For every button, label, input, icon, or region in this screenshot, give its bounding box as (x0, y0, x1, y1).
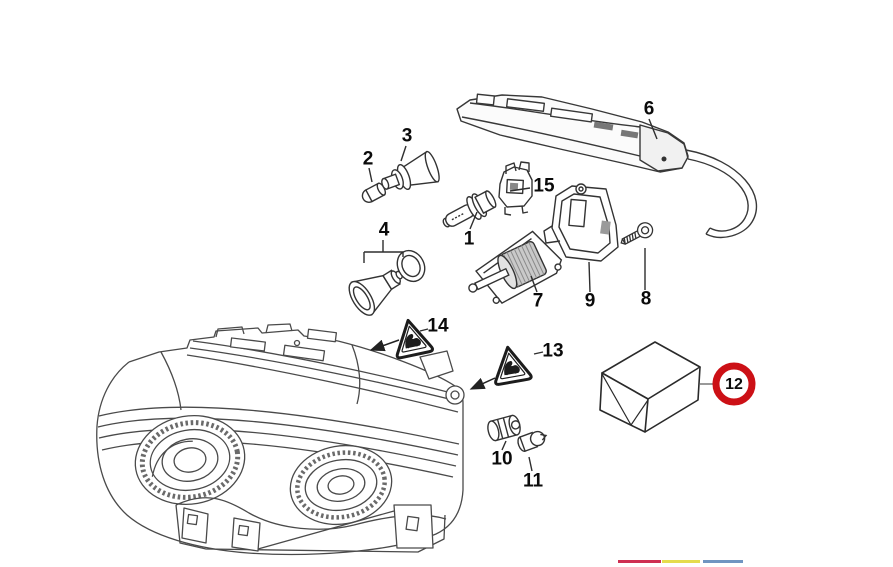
cover-cap-drawing (348, 249, 426, 316)
warning-triangle-14-drawing (395, 318, 435, 360)
callout-13[interactable]: 13 (542, 340, 564, 362)
bulb-holder-clip-drawing (498, 161, 533, 216)
highlight-ring[interactable] (712, 362, 756, 406)
leader-lines (363, 118, 658, 472)
callout-6[interactable]: 6 (643, 98, 655, 120)
callout-7[interactable]: 7 (532, 290, 544, 312)
screw-drawing (620, 222, 654, 246)
callout-4[interactable]: 4 (378, 219, 390, 241)
cover-plate-drawing (543, 183, 619, 262)
callout-14[interactable]: 14 (427, 315, 449, 337)
callout-8[interactable]: 8 (640, 288, 652, 310)
callout-12[interactable]: 12 (725, 376, 743, 393)
footer-bar-yellow (662, 560, 700, 563)
warning-triangle-13-drawing (494, 345, 533, 386)
callout-15[interactable]: 15 (533, 175, 555, 197)
adjuster-motor-drawing (468, 230, 563, 304)
footer-bar-blue (703, 560, 743, 563)
wedge-bulb-drawing (517, 430, 548, 453)
socket-drawing (487, 414, 521, 442)
callout-11[interactable]: 11 (522, 470, 544, 492)
highlight-circle-12[interactable] (700, 362, 756, 406)
h7-bulb-drawing (442, 190, 497, 228)
footer-bar-red (618, 560, 661, 563)
repair-kit-box-drawing (599, 341, 701, 433)
callout-9[interactable]: 9 (584, 290, 596, 312)
callout-2[interactable]: 2 (362, 148, 374, 170)
callout-1[interactable]: 1 (463, 228, 475, 250)
headlight-assembly-drawing (96, 323, 465, 556)
callout-3[interactable]: 3 (401, 125, 413, 147)
callout-10[interactable]: 10 (491, 448, 513, 470)
trim-strip-drawing (456, 93, 758, 239)
pointer-arrows (369, 339, 496, 390)
bulb-socket-drawing (381, 150, 440, 191)
